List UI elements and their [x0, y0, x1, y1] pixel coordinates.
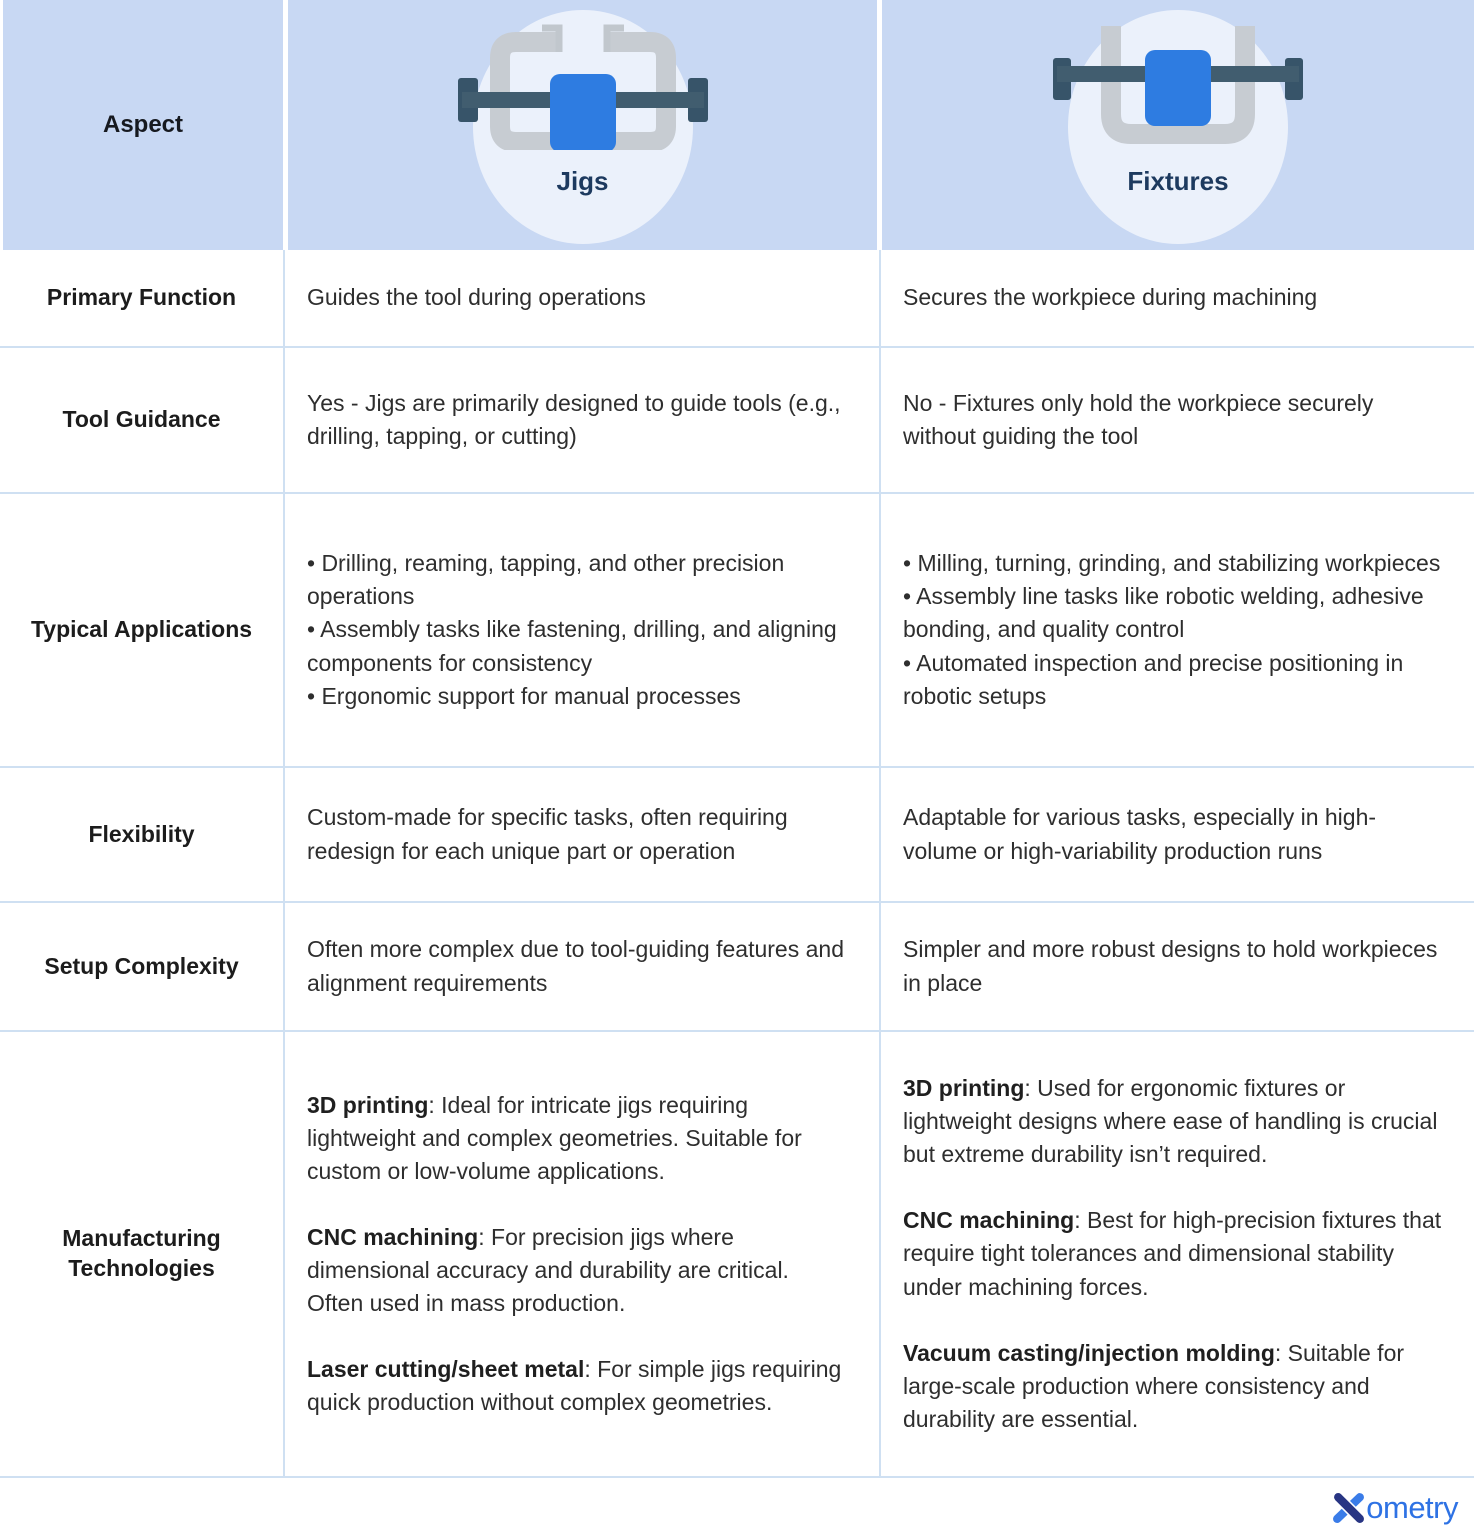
jig-clamp-icon	[457, 24, 708, 150]
fixture-clamp-icon	[1053, 26, 1303, 144]
jigs-cell: Yes - Jigs are primarily designed to gui…	[285, 348, 879, 492]
row-aspect-label: Tool Guidance	[0, 348, 283, 492]
xometry-wordmark: ometry	[1366, 1489, 1458, 1525]
tech-paragraph: 3D printing: Used for ergonomic fixtures…	[903, 1075, 1438, 1168]
cell-text: Guides the tool during operations	[307, 284, 646, 311]
jigs-cell: Custom-made for specific tasks, often re…	[285, 768, 879, 901]
cell-text: No - Fixtures only hold the workpiece se…	[903, 389, 1374, 449]
fixtures-cell: No - Fixtures only hold the workpiece se…	[881, 348, 1474, 492]
cell-text: Custom-made for specific tasks, often re…	[307, 804, 788, 864]
tech-term: CNC machining	[307, 1223, 479, 1250]
cell-text: Often more complex due to tool-guiding f…	[307, 936, 844, 996]
bullet-item: • Milling, turning, grinding, and stabil…	[903, 550, 1441, 577]
cell-text: Adaptable for various tasks, especially …	[903, 804, 1377, 864]
tech-term: CNC machining	[903, 1207, 1075, 1234]
tech-paragraph: CNC machining: For precision jigs where …	[307, 1223, 789, 1317]
footer: ometry	[0, 1478, 1474, 1536]
jigs-header-label: Jigs	[556, 166, 609, 196]
fixtures-cell: Secures the workpiece during machining	[881, 250, 1474, 346]
jigs-cell: 3D printing: Ideal for intricate jigs re…	[285, 1032, 879, 1476]
table-header: Aspect Jigs	[0, 0, 1474, 250]
tech-term: 3D printing	[307, 1091, 429, 1118]
row-aspect-label: Typical Applications	[0, 494, 283, 766]
table-body: Primary Function Guides the tool during o…	[0, 250, 1474, 1478]
fixtures-cell: • Milling, turning, grinding, and stabil…	[881, 494, 1474, 766]
row-aspect-label: Manufacturing Technologies	[0, 1032, 283, 1476]
tech-paragraph: CNC machining: Best for high-precision f…	[903, 1207, 1442, 1300]
jigs-column-header: Jigs	[283, 0, 877, 250]
fixtures-header-label: Fixtures	[1127, 166, 1229, 196]
aspect-header-label: Aspect	[102, 111, 184, 138]
fixtures-cell: 3D printing: Used for ergonomic fixtures…	[881, 1032, 1474, 1476]
row-aspect-label: Primary Function	[0, 250, 283, 346]
tech-term: 3D printing	[903, 1075, 1025, 1101]
cell-text: Simpler and more robust designs to hold …	[903, 936, 1438, 996]
tech-term: Laser cutting/sheet metal	[307, 1356, 585, 1383]
fixtures-column-header: Fixtures	[877, 0, 1474, 250]
fixtures-cell: Simpler and more robust designs to hold …	[881, 903, 1474, 1030]
bullet-item: • Drilling, reaming, tapping, and other …	[307, 550, 785, 610]
xometry-logo: ometry	[1332, 1491, 1458, 1524]
tech-term: Vacuum casting/injection molding	[903, 1339, 1275, 1366]
row-aspect-label: Flexibility	[0, 768, 283, 901]
cell-text: Yes - Jigs are primarily designed to gui…	[307, 389, 841, 449]
aspect-column-header: Aspect	[0, 0, 283, 250]
bullet-item: • Assembly tasks like fastening, drillin…	[307, 616, 837, 676]
bullet-item: • Ergonomic support for manual processes	[307, 682, 741, 709]
xometry-x-icon	[1332, 1491, 1366, 1524]
jigs-cell: Often more complex due to tool-guiding f…	[285, 903, 879, 1030]
row-aspect-label: Setup Complexity	[0, 903, 283, 1030]
cell-text: Secures the workpiece during machining	[903, 284, 1318, 311]
tech-paragraph: 3D printing: Ideal for intricate jigs re…	[307, 1091, 802, 1184]
bullet-item: • Automated inspection and precise posit…	[903, 649, 1404, 709]
jigs-cell: • Drilling, reaming, tapping, and other …	[285, 494, 879, 766]
fixtures-cell: Adaptable for various tasks, especially …	[881, 768, 1474, 901]
bullet-item: • Assembly line tasks like robotic weldi…	[903, 583, 1424, 643]
jigs-cell: Guides the tool during operations	[285, 250, 879, 346]
tech-paragraph: Vacuum casting/injection molding: Suitab…	[903, 1339, 1405, 1432]
tech-paragraph: Laser cutting/sheet metal: For simple ji…	[307, 1356, 842, 1416]
